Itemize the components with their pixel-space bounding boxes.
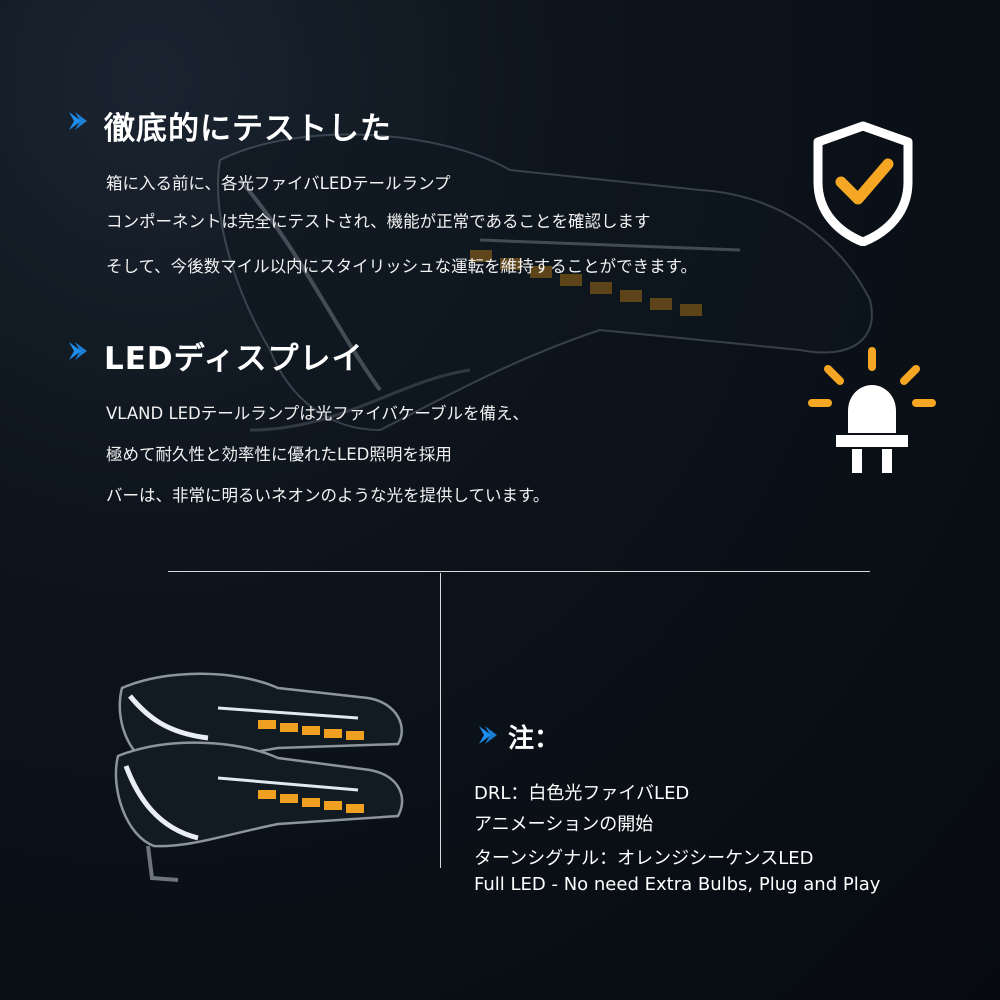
note-line-drl: DRL：白色光ファイバLED [474,783,690,804]
note-line-full-led: Full LED - No need Extra Bulbs, Plug and… [474,874,881,895]
section2-line-2: 極めて耐久性と効率性に優れたLED照明を採用 [106,445,452,464]
note-title: 注： [508,724,561,754]
note-line-turn-signal: ターンシグナル：オレンジシーケンスLED [474,848,814,869]
section2-line-1: VLAND LEDテールランプは光ファイバケーブルを備え、 [106,404,529,423]
chevron-right-icon [479,726,497,744]
chevron-right-icon [69,112,87,130]
vertical-divider [440,573,441,868]
section1-line-3: そして、今後数マイル以内にスタイリッシュな運転を維持することができます。 [106,257,698,276]
background-headlight-image [217,133,873,432]
note-line-animation: アニメーションの開始 [474,814,654,835]
section-heading-tested: 徹底的にテストした [104,111,392,147]
chevron-right-icon [69,342,87,360]
shield-check-icon [813,121,913,246]
section-heading-led-display: LEDディスプレイ [104,341,364,377]
led-bulb-icon [808,347,936,473]
section1-line-1: 箱に入る前に、各光ファイバLEDテールランプ [106,174,451,193]
horizontal-divider [168,571,870,572]
headlight-pair-image [114,672,404,882]
section2-line-3: バーは、非常に明るいネオンのような光を提供しています。 [106,486,550,505]
section1-line-2: コンポーネントは完全にテストされ、機能が正常であることを確認します [106,212,651,231]
